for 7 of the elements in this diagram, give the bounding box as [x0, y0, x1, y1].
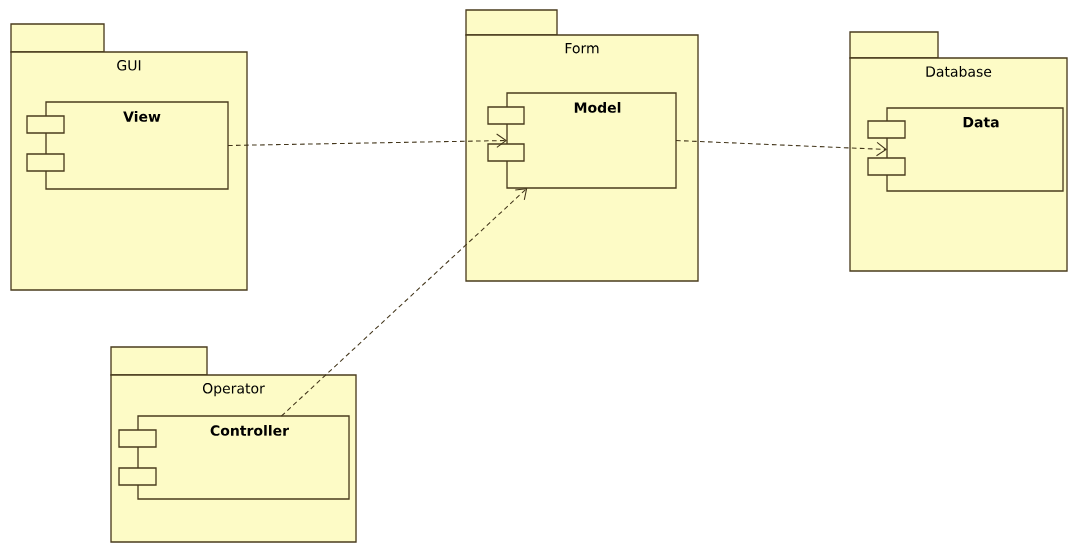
dependency-arrow	[675, 139, 887, 157]
dependency-arrow	[280, 188, 528, 417]
component-box: View	[26, 101, 229, 190]
component-box: Model	[487, 92, 677, 189]
component-box: Controller	[118, 415, 350, 500]
dependency-arrow	[227, 133, 507, 148]
component-box: Data	[867, 107, 1064, 192]
